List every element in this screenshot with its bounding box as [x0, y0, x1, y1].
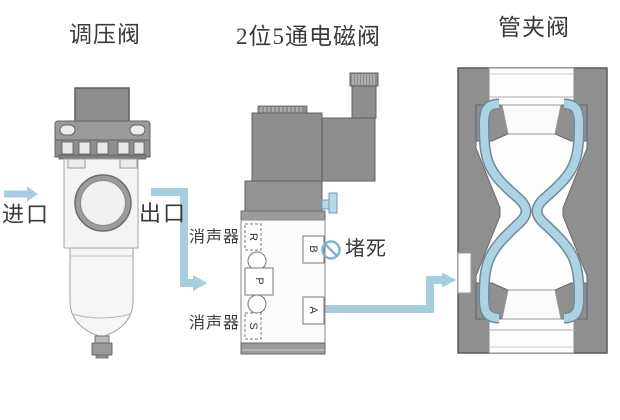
- valve-top-band: [240, 210, 326, 221]
- title-regulator: 调压阀: [69, 22, 141, 47]
- port-label-s: S: [247, 322, 259, 329]
- manual-override-stem: [321, 199, 330, 210]
- muffler-label-bottom: 消声器: [189, 315, 241, 332]
- valve-mid-body: [244, 180, 323, 212]
- port-hole-2: [247, 294, 267, 314]
- solenoid-coil: [251, 112, 323, 182]
- bonnet-band-windows: [61, 141, 145, 155]
- manual-override-cap: [328, 192, 338, 214]
- coil-ribs: [260, 107, 302, 113]
- body-tab-left: [67, 158, 86, 169]
- no-entry-icon: [321, 240, 341, 260]
- title-solenoid-valve: 2位5通电磁阀: [236, 24, 381, 49]
- port-label-a: A: [307, 306, 319, 314]
- gauge-face: [80, 180, 126, 226]
- drain-stem: [94, 335, 110, 344]
- to-pinch-valve-elbow-arrow-icon: [325, 272, 457, 313]
- body-tab-right: [119, 158, 138, 169]
- port-label-b: B: [307, 245, 319, 252]
- outlet-elbow-arrow-icon: [151, 188, 208, 291]
- bonnet-slot-left: [59, 124, 76, 136]
- gland-cap-ribs: [352, 74, 375, 85]
- valve-bottom-band: [240, 342, 326, 355]
- pinch-sleeve: [478, 98, 585, 324]
- port-label-p: P: [253, 277, 265, 284]
- drain-tip: [95, 354, 109, 359]
- port-hole-1: [247, 251, 267, 271]
- bonnet-lip: [58, 154, 147, 160]
- filter-bowl: [69, 247, 134, 338]
- collar-top: [501, 104, 562, 135]
- muffler-label-top: 消声器: [189, 229, 241, 246]
- drain-nut: [91, 342, 113, 356]
- port-r-box: [244, 223, 262, 251]
- side-port-notch: [457, 252, 472, 294]
- cable-gland: [351, 85, 377, 119]
- inlet-arrow-icon: [4, 186, 38, 202]
- collar-bottom: [501, 289, 562, 320]
- bonnet-slot-right: [129, 124, 146, 136]
- inlet-label: 进口: [2, 202, 51, 227]
- regulator-diagram: [54, 87, 151, 359]
- solenoid-valve-diagram: R P S B A: [240, 72, 379, 355]
- outlet-label: 出口: [139, 201, 188, 226]
- port-s-box: [244, 312, 262, 340]
- port-label-r: R: [247, 233, 259, 241]
- port-a-box: [302, 296, 325, 325]
- pinch-valve-diagram: [457, 67, 608, 354]
- bowl-seam-bottom: [71, 313, 132, 319]
- blocked-label: 堵死: [345, 238, 387, 260]
- port-b-box: [302, 235, 325, 264]
- port-p-box: [244, 267, 274, 296]
- title-pinch-valve: 管夹阀: [498, 15, 570, 40]
- connector-block: [321, 117, 376, 182]
